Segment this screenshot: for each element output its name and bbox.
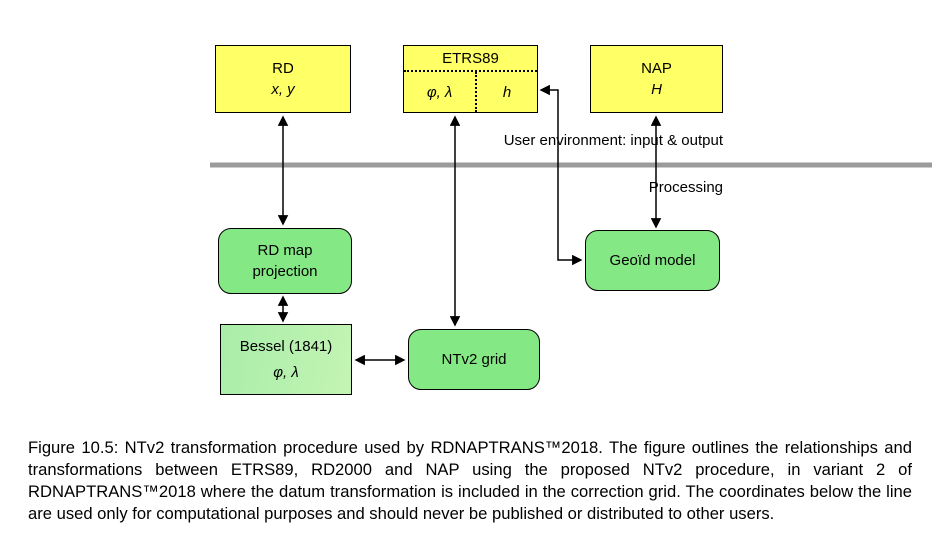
nap-box: NAP H bbox=[590, 45, 723, 113]
geoid-model-label: Geoïd model bbox=[609, 252, 696, 269]
rd-box: RD x, y bbox=[215, 45, 351, 113]
rd-map-projection-line1: RD map bbox=[257, 242, 313, 259]
rd-map-projection-line2: projection bbox=[252, 263, 318, 280]
ntv2-grid-box: NTv2 grid bbox=[408, 329, 540, 390]
bessel-box-title: Bessel (1841) bbox=[239, 338, 333, 355]
bessel-box-coords: φ, λ bbox=[273, 364, 299, 381]
ntv2-grid-label: NTv2 grid bbox=[441, 351, 507, 368]
user-environment-label: User environment: input & output bbox=[503, 132, 723, 149]
bessel-box: Bessel (1841) φ, λ bbox=[220, 324, 352, 395]
rd-box-title: RD bbox=[272, 60, 294, 77]
processing-label: Processing bbox=[648, 179, 723, 196]
etrs89-box: ETRS89 φ, λ h bbox=[403, 45, 538, 113]
geoid-model-box: Geoïd model bbox=[585, 230, 720, 291]
arrow-etrs89-to-geoid bbox=[539, 84, 583, 266]
etrs89-h-cell: h bbox=[502, 83, 512, 101]
rd-map-projection-box: RD map projection bbox=[218, 228, 352, 294]
etrs89-components-row: φ, λ h bbox=[404, 70, 537, 112]
etrs89-phi-lambda-cell: φ, λ bbox=[404, 72, 478, 112]
rd-box-coords: x, y bbox=[271, 81, 295, 98]
etrs89-box-title: ETRS89 bbox=[442, 50, 499, 67]
figure-caption: Figure 10.5: NTv2 transformation procedu… bbox=[28, 438, 912, 524]
nap-box-title: NAP bbox=[641, 60, 672, 77]
nap-box-coords: H bbox=[651, 81, 662, 98]
